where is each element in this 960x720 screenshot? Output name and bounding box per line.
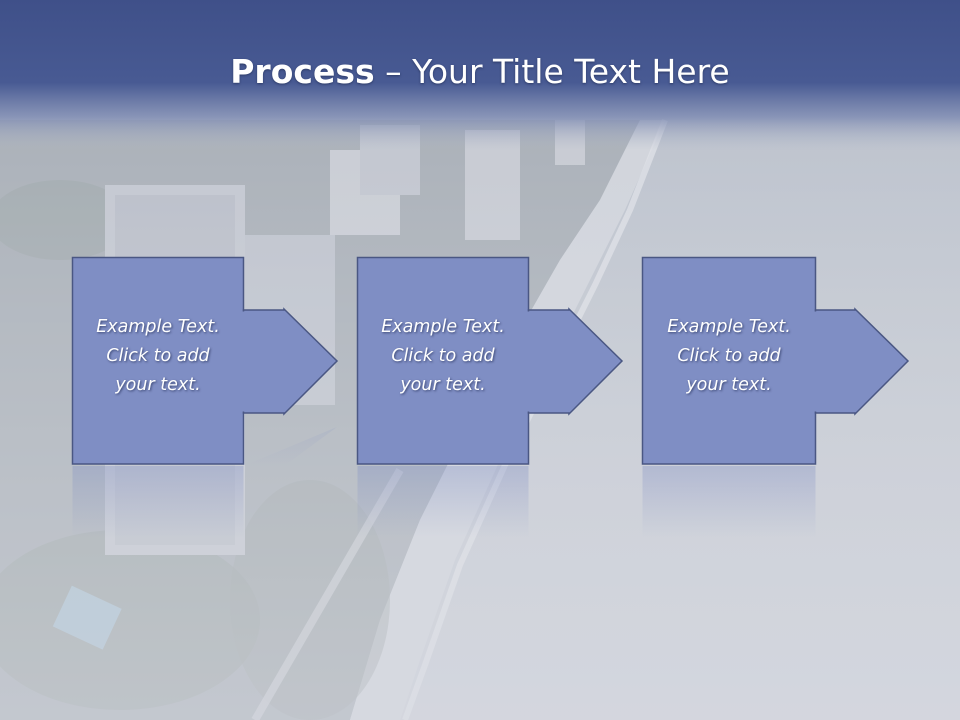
step-text-line: your text. (400, 375, 486, 395)
process-step-3[interactable]: Example Text. Click to add your text. (641, 256, 910, 537)
step-text[interactable]: Example Text. Click to add your text. (72, 313, 244, 400)
arrow-box-shape (641, 256, 910, 537)
step-text[interactable]: Example Text. Click to add your text. (357, 313, 529, 400)
process-step-2[interactable]: Example Text. Click to add your text. (356, 256, 624, 537)
step-text[interactable]: Example Text. Click to add your text. (642, 313, 816, 400)
step-text-line: Click to add (677, 346, 781, 366)
step-text-line: your text. (686, 375, 772, 395)
title-rest-part: – Your Title Text Here (374, 52, 730, 91)
step-text-line: Click to add (391, 346, 495, 366)
title-bold-part: Process (230, 52, 375, 91)
step-text-line: Example Text. (96, 317, 220, 337)
page-title[interactable]: Process – Your Title Text Here (0, 52, 960, 91)
arrow-box-shape (71, 256, 339, 537)
arrow-box-shape (356, 256, 624, 537)
process-step-1[interactable]: Example Text. Click to add your text. (71, 256, 339, 537)
step-text-line: Click to add (106, 346, 210, 366)
step-text-line: Example Text. (381, 317, 505, 337)
step-text-line: Example Text. (667, 317, 791, 337)
step-text-line: your text. (115, 375, 201, 395)
